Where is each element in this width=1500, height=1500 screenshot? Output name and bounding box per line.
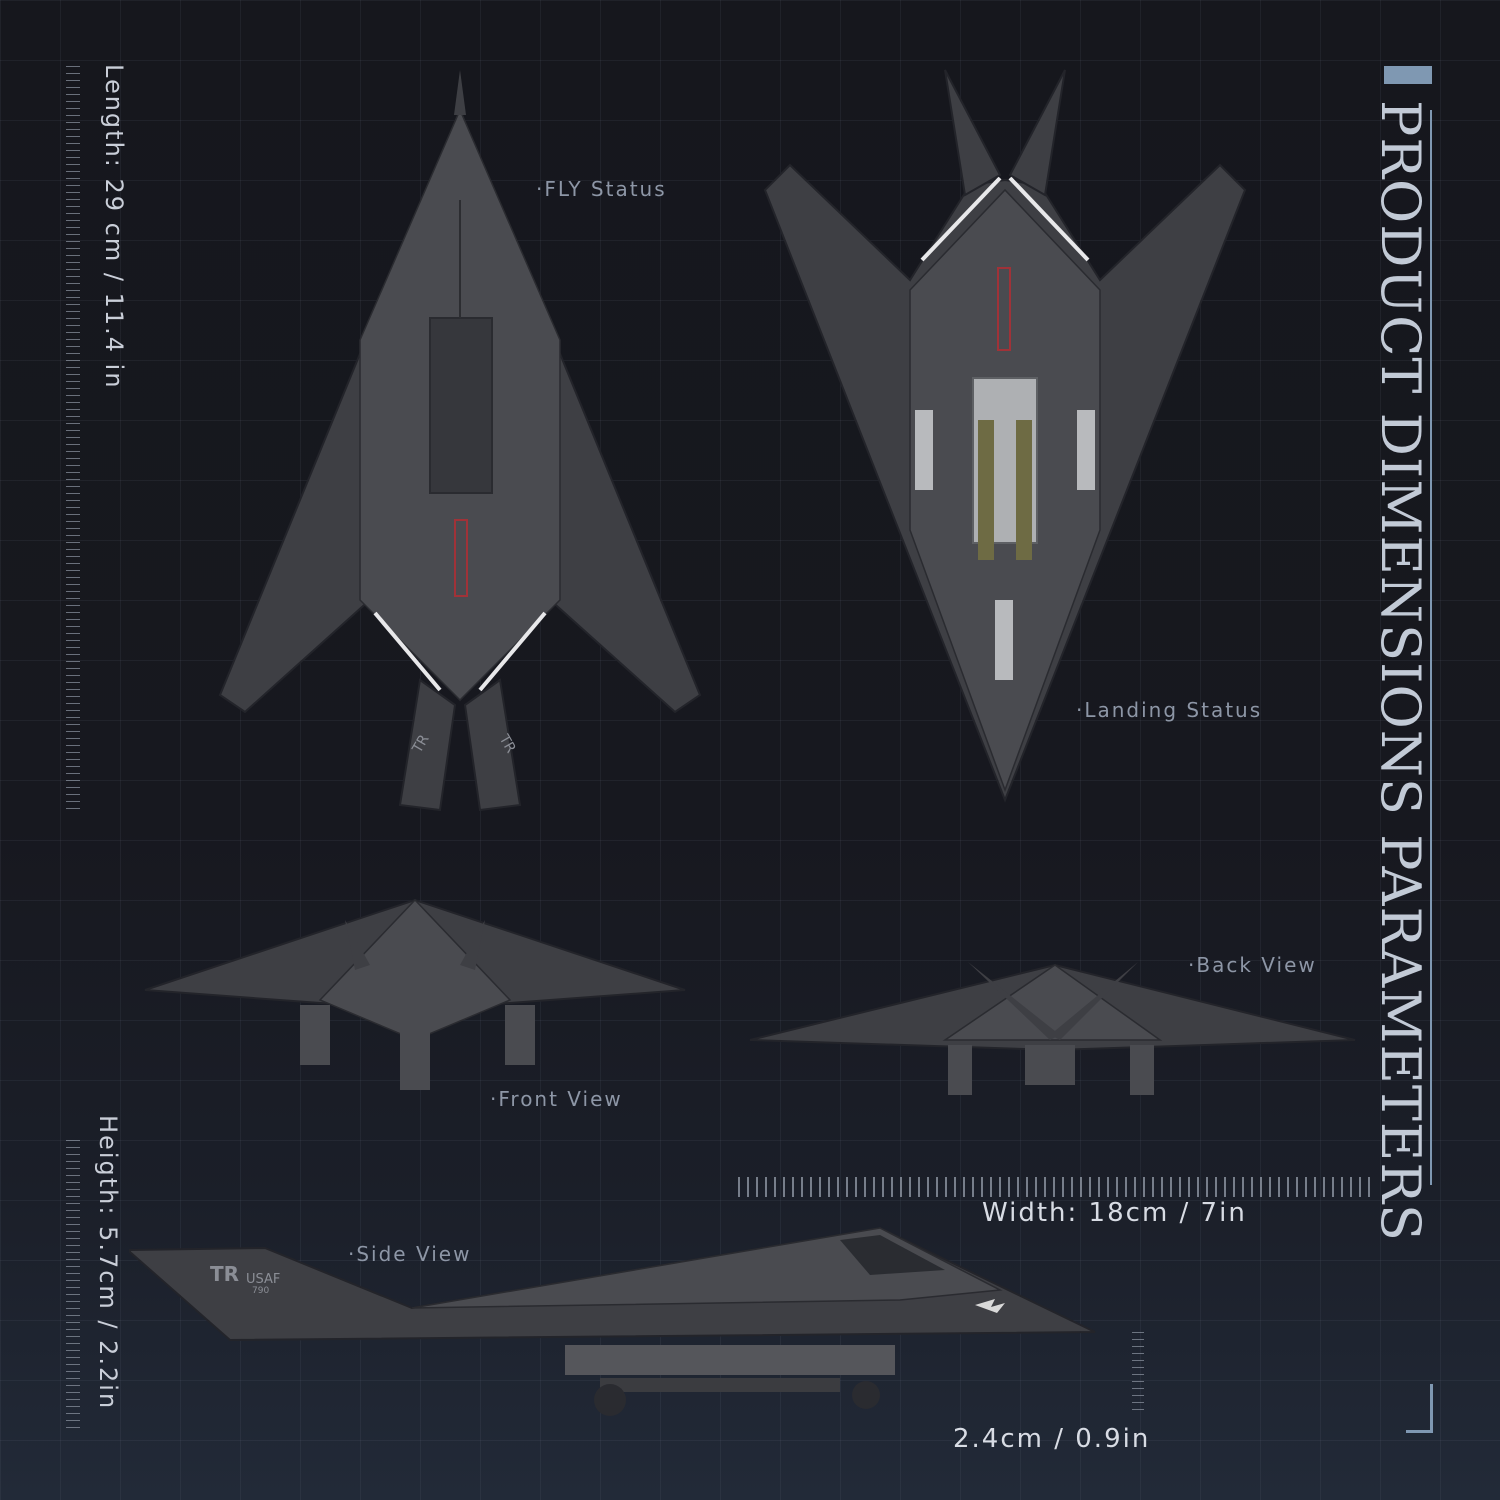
height-label: Heigth: 5.7cm / 2.2in (94, 1115, 122, 1411)
landing-status-label: ·Landing Status (1076, 698, 1263, 722)
title-accent-bar (1384, 66, 1432, 84)
length-ruler (66, 66, 80, 811)
side-tail-number: 790 (252, 1286, 270, 1296)
back-view-label: ·Back View (1188, 953, 1317, 977)
width-ruler (738, 1177, 1370, 1197)
side-tail-text: USAF (246, 1272, 281, 1287)
page-title: PRODUCT DIMENSIONS PARAMETERS (1369, 100, 1432, 1242)
depth-label: 2.4cm / 0.9in (953, 1424, 1151, 1454)
fly-status-label: ·FLY Status (536, 177, 667, 201)
side-view-label: ·Side View (348, 1242, 472, 1266)
corner-bracket (1406, 1384, 1433, 1433)
length-label: Length: 29 cm / 11.4 in (100, 64, 128, 390)
height-ruler (66, 1140, 80, 1430)
side-tail-code: TR (210, 1262, 240, 1286)
title-accent-line (1430, 110, 1432, 1185)
depth-ruler (1132, 1332, 1144, 1412)
width-label: Width: 18cm / 7in (982, 1198, 1247, 1228)
front-view-label: ·Front View (490, 1087, 623, 1111)
